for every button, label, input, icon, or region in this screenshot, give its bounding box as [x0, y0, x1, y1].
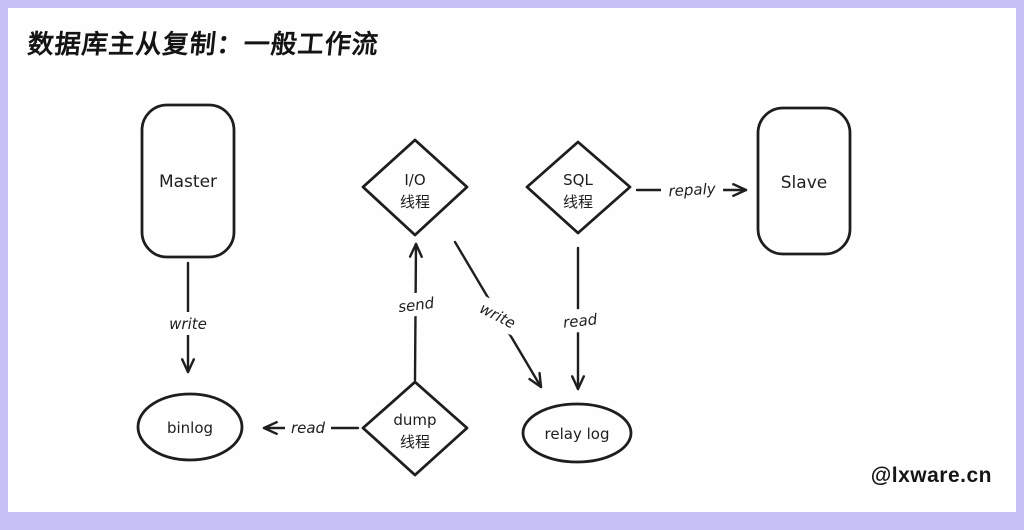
edge-label-dump-read: read: [285, 416, 331, 439]
svg-text:send: send: [397, 294, 435, 316]
diagram-paper: [8, 8, 1016, 512]
svg-text:read: read: [562, 310, 598, 332]
slave-node: [756, 106, 852, 256]
sql-thread-label-line1: SQL: [563, 171, 593, 189]
dump-thread-label-line2: 线程: [400, 433, 430, 451]
dump-thread-node: [361, 380, 469, 477]
relay-log-node-label: relay log: [545, 425, 610, 443]
relay-log-node: [521, 402, 633, 464]
edge-label-repaly: repaly: [660, 176, 724, 203]
binlog-node: [136, 392, 244, 462]
svg-text:write: write: [169, 315, 207, 333]
binlog-node-label: binlog: [167, 419, 213, 437]
io-thread-label-line2: 线程: [400, 193, 430, 211]
svg-text:repaly: repaly: [668, 180, 717, 201]
io-thread-node: [361, 138, 469, 237]
sql-thread-node: [525, 140, 632, 235]
watermark: @lxware.cn: [870, 464, 992, 487]
master-node: [140, 103, 236, 259]
edge-label-send: send: [390, 290, 442, 319]
edge-label-master-write: write: [163, 312, 213, 335]
edge-label-io-write: write: [470, 293, 526, 338]
dump-thread-label-line1: dump: [393, 411, 436, 429]
slave-node-label: Slave: [781, 173, 827, 193]
master-node-label: Master: [159, 172, 217, 192]
svg-text:read: read: [291, 419, 326, 437]
io-thread-label-line1: I/O: [404, 171, 425, 189]
edge-label-sql-read: read: [555, 306, 605, 335]
sql-thread-label-line2: 线程: [563, 193, 593, 211]
